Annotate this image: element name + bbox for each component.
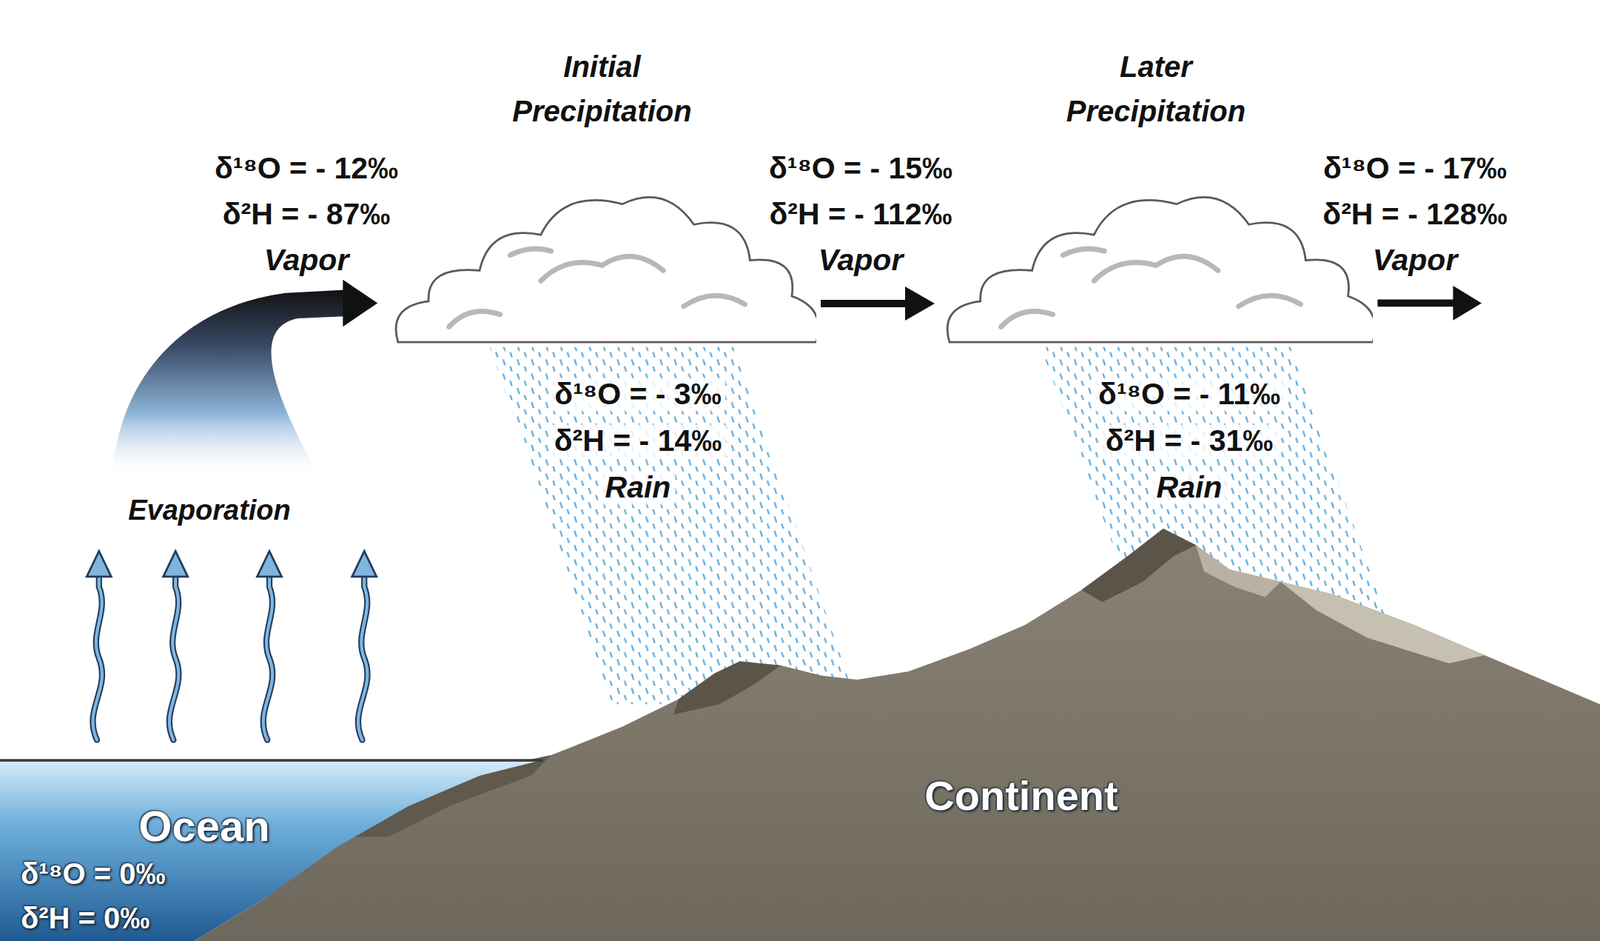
isotope-value: δ¹⁸O = - 17‰ — [1323, 151, 1507, 186]
isotope-value: δ²H = - 128‰ — [1322, 197, 1507, 231]
isotope-value: δ²H = - 87‰ — [222, 197, 391, 231]
phase-label: Vapor — [264, 243, 350, 277]
isotope-value: δ¹⁸O = 0‰ — [20, 856, 166, 891]
ocean-region: Ocean δ¹⁸O = 0‰ δ²H = 0‰ — [0, 762, 519, 941]
isotope-value: δ²H = - 112‰ — [768, 197, 952, 231]
isotope-value: δ²H = - 31‰ — [1101, 424, 1279, 458]
isotope-value: δ²H = 0‰ — [20, 901, 150, 935]
vapor-arrow — [820, 286, 935, 321]
cloud-shape — [387, 183, 817, 348]
continent-region: Continent — [828, 763, 1214, 831]
region-name: Continent — [924, 771, 1118, 820]
isotope-value: δ¹⁸O = - 12‰ — [214, 151, 399, 186]
phase-label: Rain — [1152, 470, 1228, 504]
phase-label: Vapor — [1372, 243, 1458, 277]
isotope-value: δ¹⁸O = - 15‰ — [768, 151, 953, 186]
cloud-heading: Initial Precipitation — [480, 44, 725, 134]
isotope-value: δ¹⁸O = - 3‰ — [549, 377, 726, 411]
process-label: Evaporation — [128, 495, 291, 527]
isotope-value: δ¹⁸O = - 11‰ — [1093, 377, 1285, 411]
region-name: Ocean — [138, 800, 270, 851]
cloud-shape — [939, 183, 1373, 348]
cloud-heading: Later Precipitation — [1033, 44, 1279, 134]
phase-label: Vapor — [818, 243, 904, 277]
precipitation-cloud: Initial Precipitation — [387, 44, 817, 348]
precipitation-cloud: Later Precipitation — [939, 44, 1373, 348]
isotope-value: δ²H = - 14‰ — [549, 424, 727, 458]
phase-label: Rain — [600, 470, 676, 504]
